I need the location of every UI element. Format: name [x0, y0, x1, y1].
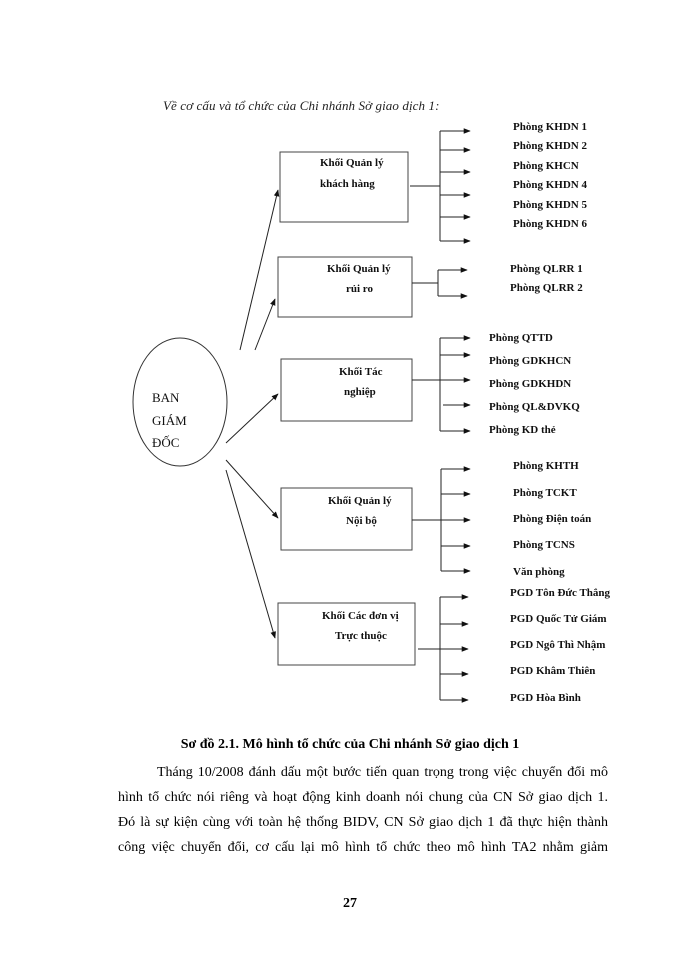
dept-dien-toan: Phòng Điện toán — [513, 513, 591, 525]
block-quan-ly-noi-bo: Khối Quản lý Nội bộ Phòng KHTH Phòng TCK… — [280, 460, 591, 578]
block-quan-ly-rui-ro: Khối Quản lý rủi ro Phòng QLRR 1 Phòng Q… — [277, 256, 583, 318]
block-2-line-1: Khối Quản lý — [327, 263, 391, 275]
dept-tckt: Phòng TCKT — [513, 487, 577, 499]
root-line-1: BAN — [152, 390, 180, 405]
block-1-line-1: Khối Quản lý — [320, 157, 384, 169]
paragraph-line: hình tổ chức nói riêng và hoạt động kinh… — [118, 790, 608, 805]
block-4-line-1: Khối Quản lý — [328, 495, 392, 507]
dept-tcns: Phòng TCNS — [513, 539, 575, 551]
dept-pgd-ton-duc-thang: PGD Tôn Đức Thắng — [510, 587, 611, 599]
dept-gdkhdn: Phòng GDKHDN — [489, 378, 571, 390]
paragraph-line: Đó là sự kiện cùng với toàn hệ thống BID… — [118, 815, 608, 830]
arrow-to-block-4 — [225, 459, 279, 519]
block-cac-don-vi-truc-thuoc: Khối Các đơn vị Trực thuộc PGD Tôn Đức T… — [277, 587, 611, 704]
dept-qlrr-2: Phòng QLRR 2 — [510, 282, 583, 294]
paragraph-line: Tháng 10/2008 đánh dấu một bước tiến qua… — [157, 765, 608, 780]
block-tac-nghiep: Khối Tác nghiệp Phòng QTTD Phòng GDKHCN … — [280, 332, 580, 436]
dept-khth: Phòng KHTH — [513, 460, 579, 472]
block-3-line-1: Khối Tác — [339, 366, 383, 378]
block-3-line-2: nghiệp — [344, 386, 376, 398]
intro-text: Về cơ cấu và tổ chức của Chi nhánh Sở gi… — [163, 98, 440, 113]
figure-caption: Sơ đồ 2.1. Mô hình tổ chức của Chi nhánh… — [180, 737, 520, 752]
paragraph-line: công việc chuyển đổi, cơ cấu lại mô hình… — [118, 840, 608, 855]
dept-pgd-ngo-thi-nham: PGD Ngô Thì Nhậm — [510, 639, 605, 651]
dept-kd-the: Phòng KD thẻ — [489, 424, 556, 436]
dept-gdkhcn: Phòng GDKHCN — [489, 355, 571, 367]
block-5-line-2: Trực thuộc — [335, 630, 387, 642]
block-quan-ly-khach-hang: Khối Quản lý khách hàng Phòng KHDN 1 Phò… — [279, 121, 587, 244]
dept-khdn-1: Phòng KHDN 1 — [513, 121, 587, 133]
block-2-line-2: rủi ro — [346, 283, 373, 295]
root-line-3: ĐỐC — [152, 435, 179, 450]
arrow-to-block-1 — [239, 189, 280, 351]
block-1-line-2: khách hàng — [320, 178, 375, 190]
dept-khdn-2: Phòng KHDN 2 — [513, 140, 587, 152]
dept-qttd: Phòng QTTD — [489, 332, 553, 344]
dept-van-phong: Văn phòng — [513, 566, 565, 578]
dept-ql-dvkq: Phòng QL&DVKQ — [489, 401, 580, 413]
dept-pgd-quoc-tu-giam: PGD Quốc Tử Giám — [510, 613, 607, 625]
arrow-to-block-3 — [225, 393, 279, 444]
arrow-to-block-5 — [225, 469, 276, 639]
dept-khdn-5: Phòng KHDN 5 — [513, 199, 587, 211]
root-node-ban-giam-doc: BAN GIÁM ĐỐC — [132, 337, 228, 467]
dept-khdn-6: Phòng KHDN 6 — [513, 218, 587, 230]
dept-khdn-4: Phòng KHDN 4 — [513, 179, 587, 191]
dept-khcn: Phòng KHCN — [513, 160, 579, 172]
arrow-to-block-2 — [254, 298, 276, 351]
body-paragraph: Tháng 10/2008 đánh dấu một bước tiến qua… — [118, 760, 608, 860]
org-chart-diagram: BAN GIÁM ĐỐC Khối Quản lý khách hàng Phò… — [132, 121, 611, 704]
dept-pgd-hoa-binh: PGD Hòa Bình — [510, 692, 581, 704]
dept-qlrr-1: Phòng QLRR 1 — [510, 263, 583, 275]
root-arrows — [225, 189, 280, 639]
block-4-line-2: Nội bộ — [346, 515, 377, 527]
block-5-line-1: Khối Các đơn vị — [322, 610, 399, 622]
dept-pgd-kham-thien: PGD Khâm Thiên — [510, 665, 595, 677]
root-line-2: GIÁM — [152, 413, 187, 428]
page-number: 27 — [343, 896, 357, 911]
